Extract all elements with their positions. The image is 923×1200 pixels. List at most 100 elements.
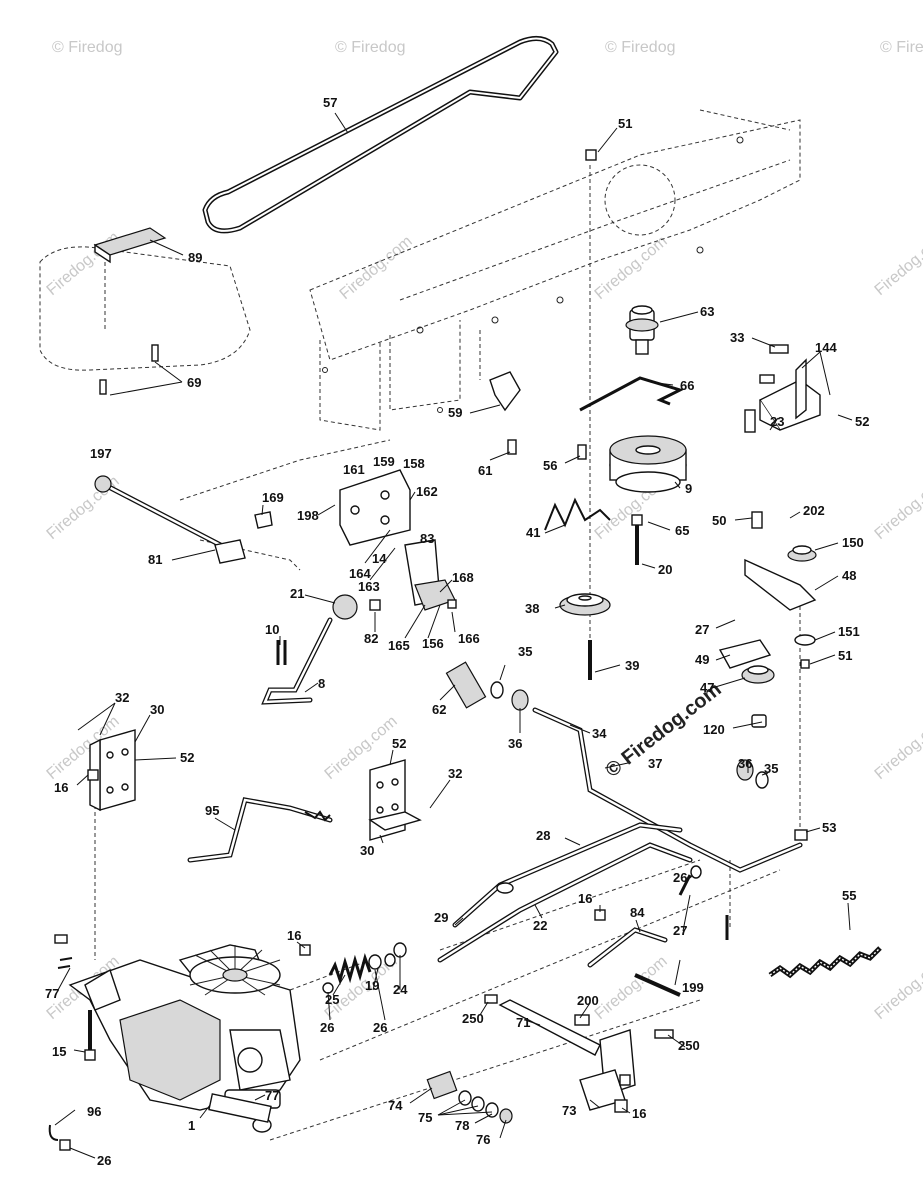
callout: 51: [618, 116, 632, 131]
callout: 26: [97, 1153, 111, 1168]
watermark: © Firedog: [880, 39, 923, 56]
callout: 77: [265, 1088, 279, 1103]
control-bracket: [254, 469, 456, 611]
callout: 27: [673, 923, 687, 938]
callout: 14: [372, 551, 387, 566]
callout: 61: [478, 463, 492, 478]
callout: 168: [452, 570, 474, 585]
watermark: Firedog.com: [44, 229, 123, 299]
callout: 161: [343, 462, 365, 477]
callout: 37: [648, 756, 662, 771]
hardware: [48, 149, 810, 1151]
idler-arm: [744, 511, 817, 646]
callout: 16: [632, 1106, 646, 1121]
callout: 197: [90, 446, 112, 461]
idler-pulley: [625, 305, 659, 355]
callout: 76: [476, 1132, 490, 1147]
watermark: Firedog.com: [872, 229, 923, 299]
clutch-rods: [437, 822, 693, 963]
watermark: Firedog.com: [872, 473, 923, 543]
callout: 55: [842, 888, 856, 903]
springs: [328, 946, 882, 986]
watermark-layer: © Firedog © Firedog © Firedog © Firedog …: [44, 39, 923, 1023]
callout: 81: [148, 552, 162, 567]
callout: 26: [320, 1020, 334, 1035]
callout: 27: [695, 622, 709, 637]
shift-rod: [187, 797, 333, 863]
callout: 24: [393, 982, 408, 997]
callout: 84: [630, 905, 645, 920]
callout: 165: [388, 638, 410, 653]
callout: 73: [562, 1103, 576, 1118]
callout: 65: [675, 523, 689, 538]
callout: 62: [432, 702, 446, 717]
cooling-fan: [189, 945, 281, 996]
pivot-rod: [532, 707, 803, 873]
callout: 162: [416, 484, 438, 499]
watermark: Firedog.com: [872, 953, 923, 1023]
belt-guide: [544, 497, 611, 531]
clutch-rod: [579, 376, 685, 412]
watermark: © Firedog: [335, 39, 405, 56]
callout: 200: [577, 993, 599, 1008]
callout: 32: [115, 690, 129, 705]
transaxle-bracket-left: [89, 729, 136, 812]
callout: 25: [325, 992, 339, 1007]
callout: 15: [52, 1044, 66, 1059]
callout: 164: [349, 566, 371, 581]
callout: 144: [815, 340, 837, 355]
callout: 77: [45, 986, 59, 1001]
belt-keeper: [489, 371, 521, 412]
lift-lever: [261, 594, 358, 705]
callout: 75: [418, 1110, 432, 1125]
callout: 23: [770, 414, 784, 429]
callout: 28: [536, 828, 550, 843]
callout: 198: [297, 508, 319, 523]
lift-rod: [94, 475, 246, 564]
callout: 89: [188, 250, 202, 265]
callout: 163: [358, 579, 380, 594]
callout: 120: [703, 722, 725, 737]
callout: 26: [373, 1020, 387, 1035]
callout: 19: [365, 978, 379, 993]
callout: 38: [525, 601, 539, 616]
callout: 36: [508, 736, 522, 751]
callout: 9: [685, 481, 692, 496]
callout: 22: [533, 918, 547, 933]
callout: 151: [838, 624, 860, 639]
bushings: [445, 661, 769, 789]
callout: 250: [462, 1011, 484, 1026]
callout: 29: [434, 910, 448, 925]
callout: 26: [673, 870, 687, 885]
callout: 166: [458, 631, 480, 646]
callout: 16: [578, 891, 592, 906]
callout-labels: 57 51 89 63 33 144 69 66 59 52 23 197 16…: [45, 95, 869, 1168]
callout: 71: [516, 1015, 530, 1030]
engine-pulley: [559, 593, 611, 616]
callout: 66: [680, 378, 694, 393]
callout: 156: [422, 636, 444, 651]
callout: 36: [738, 756, 752, 771]
callout: 150: [842, 535, 864, 550]
watermark: © Firedog: [605, 39, 675, 56]
callout: 250: [678, 1038, 700, 1053]
callout: 52: [392, 736, 406, 751]
watermark: © Firedog: [52, 39, 122, 56]
watermark: Firedog.com: [337, 233, 416, 303]
belt-shield: [93, 227, 167, 330]
callout: 69: [187, 375, 201, 390]
callout: 49: [695, 652, 709, 667]
leader-lines: [54, 112, 853, 1159]
drive-belt: [202, 36, 559, 234]
axle-washers: [426, 1070, 513, 1124]
callout: 83: [420, 531, 434, 546]
callout: 35: [518, 644, 532, 659]
callout: 53: [822, 820, 836, 835]
watermark: Firedog.com: [592, 953, 671, 1023]
callout: 50: [712, 513, 726, 528]
callout: 96: [87, 1104, 101, 1119]
callout: 95: [205, 803, 219, 818]
callout: 51: [838, 648, 852, 663]
callout: 35: [764, 761, 778, 776]
